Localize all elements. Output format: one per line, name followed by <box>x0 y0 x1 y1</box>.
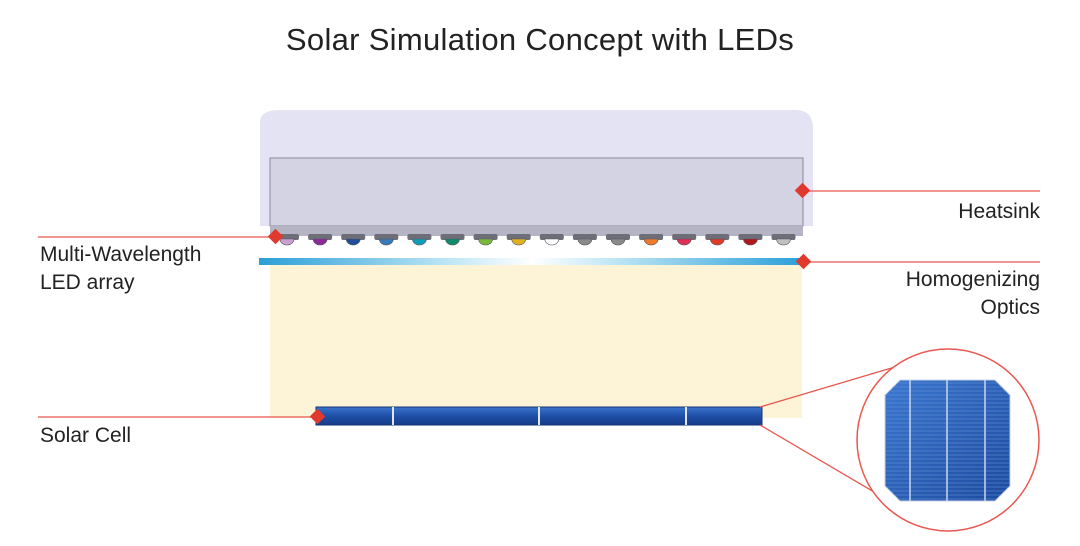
led-housing <box>738 234 763 240</box>
led-housing <box>308 234 333 240</box>
led-strip-base <box>270 226 803 236</box>
led-array-label-line1: Multi-Wavelength <box>40 243 202 266</box>
led-array-label-line2: LED array <box>40 271 135 294</box>
led-emitter <box>743 238 758 246</box>
optics-label-line1: Homogenizing <box>905 268 1040 291</box>
led-emitter <box>643 238 659 246</box>
led-emitter <box>478 238 493 246</box>
led-housing <box>506 234 531 240</box>
led-emitter <box>511 238 527 246</box>
led-housing <box>572 234 597 240</box>
heatsink-marker <box>794 182 811 199</box>
diagram-title: Solar Simulation Concept with LEDs <box>285 22 795 57</box>
optics-label-line2: Optics <box>980 296 1040 319</box>
solar-cell-label: Solar Cell <box>40 424 132 447</box>
led-emitter <box>610 238 626 246</box>
led-housing <box>440 234 465 240</box>
led-housing <box>407 234 432 240</box>
led-emitter <box>312 238 328 246</box>
led-housing <box>639 234 664 240</box>
led-emitter <box>776 238 791 246</box>
light-field <box>270 264 802 418</box>
heatsink-body <box>269 157 804 227</box>
led-emitter <box>445 238 460 246</box>
led-housing <box>473 234 498 240</box>
led-emitter <box>544 238 560 246</box>
led-housing <box>705 234 730 240</box>
led-emitter <box>676 238 692 246</box>
led-emitter <box>412 238 427 246</box>
led-emitter <box>709 238 725 246</box>
led-housing <box>374 234 399 240</box>
heatsink-label: Heatsink <box>958 200 1040 223</box>
led-emitter <box>279 238 295 246</box>
led-array-marker <box>267 228 284 245</box>
led-housing <box>672 234 697 240</box>
led-emitter <box>577 238 593 246</box>
led-housing <box>341 234 366 240</box>
led-housing <box>539 234 564 240</box>
led-housing <box>771 234 796 240</box>
led-emitter <box>345 238 361 246</box>
homogenizing-optics <box>259 258 804 265</box>
led-emitter <box>378 238 394 246</box>
led-housing <box>606 234 630 240</box>
